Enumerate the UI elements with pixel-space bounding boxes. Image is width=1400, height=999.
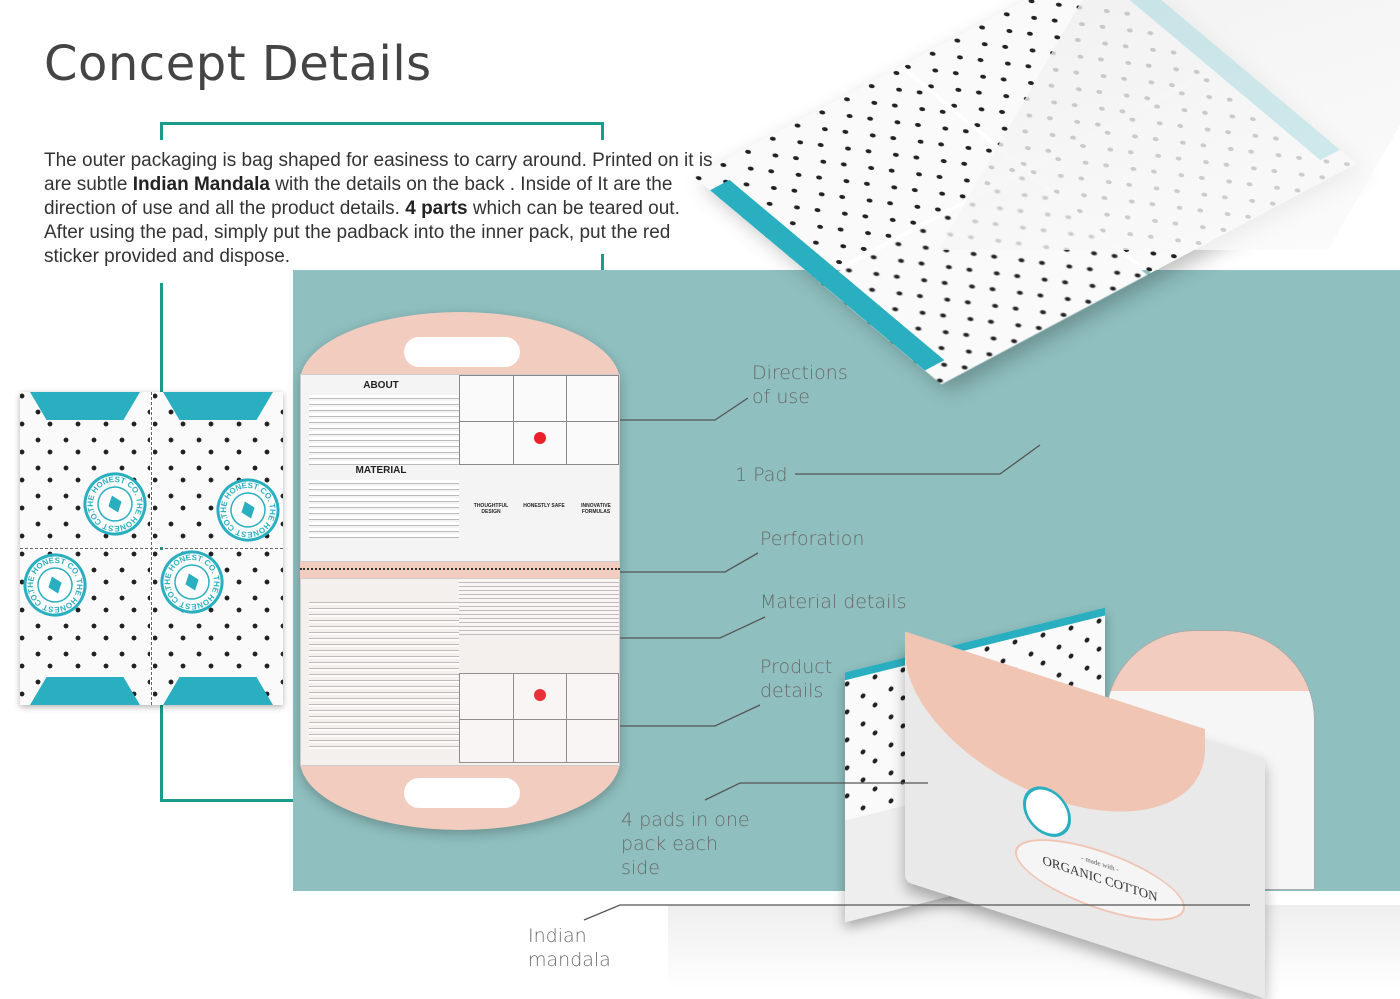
handle-hole xyxy=(404,778,520,808)
label-perforation: Perforation xyxy=(760,528,865,550)
bracket-line xyxy=(601,122,604,140)
page-title: Concept Details xyxy=(44,36,432,92)
feature-label: HONESTLY SAFE xyxy=(523,503,565,509)
handle-hole xyxy=(404,337,520,367)
bracket-line xyxy=(160,122,163,140)
bracket-line xyxy=(160,122,604,125)
bag-mockup: - made with - ORGANIC COTTON xyxy=(845,607,1325,999)
perforation-line xyxy=(300,568,620,570)
label-product: Product details xyxy=(760,656,833,702)
label-pads: 4 pads in one pack each side xyxy=(621,809,750,879)
bracket-line xyxy=(160,799,294,802)
label-pad: 1 Pad xyxy=(735,464,788,486)
about-title: ABOUT xyxy=(363,380,399,391)
material-title: MATERIAL xyxy=(355,465,407,476)
label-material: Material details xyxy=(760,591,907,613)
back-panel xyxy=(300,578,620,766)
label-directions: Directions of use xyxy=(752,362,848,408)
bracket-line xyxy=(601,254,604,270)
label-mandala: Indian mandala xyxy=(528,925,611,971)
front-panel: ABOUT MATERIAL THOUGHTFUL DESIGN HONESTL… xyxy=(300,374,620,562)
bag-unfolded: ABOUT MATERIAL THOUGHTFUL DESIGN HONESTL… xyxy=(300,312,620,830)
feature-label: INNOVATIVE FORMULAS xyxy=(581,503,611,515)
brand-logos: THE HONEST CO. THE HONEST CO. THE HONEST… xyxy=(20,467,283,623)
intro-paragraph: The outer packaging is bag shaped for ea… xyxy=(44,150,713,267)
feature-label: THOUGHTFUL DESIGN xyxy=(473,503,509,515)
